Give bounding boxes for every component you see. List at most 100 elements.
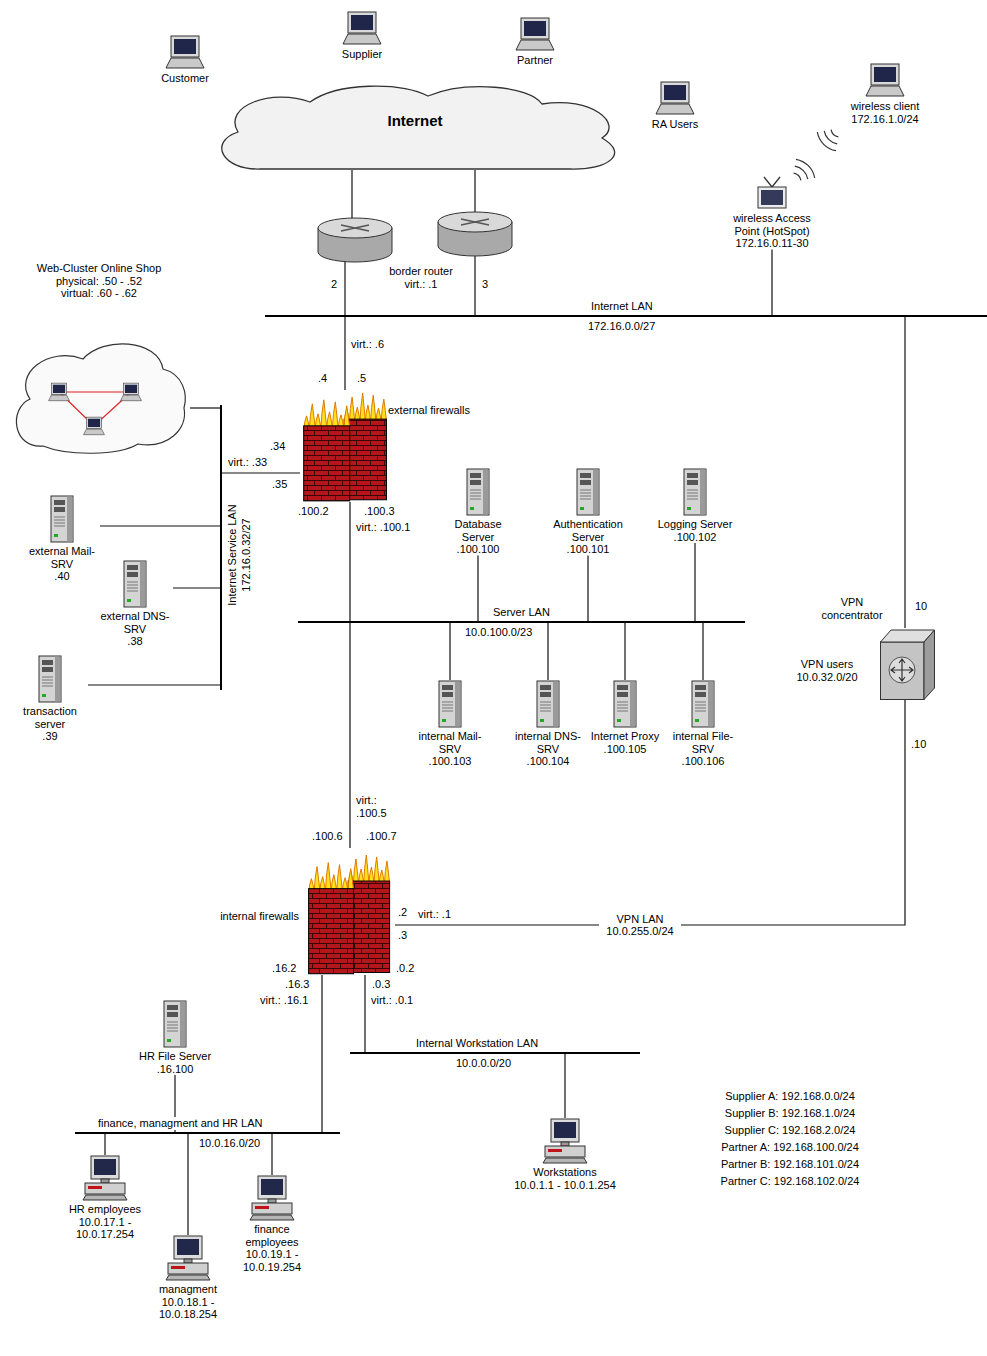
client-computer: RA Users xyxy=(633,80,717,131)
vent-line xyxy=(127,582,138,583)
node-label: VPN concentrator xyxy=(812,596,892,621)
drive-bay xyxy=(167,1012,178,1017)
power-led xyxy=(167,1039,171,1042)
antenna xyxy=(764,177,772,187)
interface-address: .16.3 xyxy=(285,978,309,991)
screen xyxy=(261,1179,283,1195)
node-label: RA Users xyxy=(633,118,717,131)
drive-bay xyxy=(127,572,138,577)
firewall-wall xyxy=(304,426,350,501)
router-arrows xyxy=(341,225,369,231)
monitor xyxy=(551,1119,579,1142)
drive-bay xyxy=(540,692,551,697)
vent-line xyxy=(127,585,138,586)
wireless-wave xyxy=(824,131,837,144)
server-side xyxy=(455,682,461,727)
firewall-drawing xyxy=(300,390,392,502)
power-led xyxy=(127,599,131,602)
network-link xyxy=(771,250,772,316)
vent-line xyxy=(580,499,591,500)
screen xyxy=(554,1122,576,1138)
vent-line xyxy=(442,702,453,703)
server-icon xyxy=(36,655,64,703)
vent-line xyxy=(167,1031,178,1032)
server-icon xyxy=(611,680,639,728)
interface-address: .100.3 xyxy=(364,505,395,518)
firewall-wall xyxy=(344,419,386,500)
keyboard xyxy=(166,1275,210,1280)
computer-case xyxy=(252,1203,292,1214)
network-link xyxy=(88,684,220,685)
server: Database Server.100.100 xyxy=(438,468,518,556)
monitor xyxy=(91,1156,119,1179)
keyboard xyxy=(543,1158,587,1163)
drive-bay xyxy=(127,565,138,570)
server-side xyxy=(140,562,146,607)
network-link xyxy=(222,472,300,473)
network-link xyxy=(624,623,625,680)
drive-bay xyxy=(617,692,628,697)
interface-address: .35 xyxy=(272,478,287,491)
vent-line xyxy=(687,490,698,491)
server: external Mail-SRV.40 xyxy=(24,495,100,583)
node-label: Internet Service LAN xyxy=(226,495,239,615)
wireless-wave xyxy=(831,130,838,137)
interface-address: 2 xyxy=(331,278,337,291)
lan-segment: finance, managment and HR LAN10.0.16.0/2… xyxy=(75,1132,340,1134)
network-link xyxy=(702,623,703,680)
case-stripe xyxy=(171,1266,185,1269)
monitor-stand xyxy=(184,1259,192,1263)
computer-case xyxy=(168,1263,208,1274)
drive-bay xyxy=(580,480,591,485)
monitor xyxy=(348,12,376,33)
node-label: 10.0.17.1 - 10.0.17.254 xyxy=(63,1216,147,1241)
interface-address: .2 xyxy=(398,906,407,919)
workstation: Workstations10.0.1.1 - 10.0.1.254 xyxy=(503,1118,627,1191)
vent-line xyxy=(580,490,591,491)
interface-address: .16.2 xyxy=(272,962,296,975)
monitor xyxy=(86,417,101,429)
network-link xyxy=(100,525,220,526)
power-led xyxy=(42,694,46,697)
node-label: VPN users 10.0.32.0/20 xyxy=(778,658,876,683)
drive-bay xyxy=(695,685,706,690)
keyboard-base xyxy=(516,40,554,50)
vent-line xyxy=(167,1028,178,1029)
vent-line xyxy=(470,496,481,497)
server-side xyxy=(700,470,706,515)
network-link xyxy=(271,1134,272,1175)
interface-address: .100.2 xyxy=(298,505,329,518)
network-link xyxy=(564,1054,565,1118)
vent-line xyxy=(54,520,65,521)
monitor xyxy=(51,383,66,395)
network-link xyxy=(344,300,345,315)
wireless-wave xyxy=(817,132,836,151)
address-list-entry: Partner B: 192.168.101.0/24 xyxy=(695,1158,885,1171)
lan-segment: Internal Workstation LAN10.0.0.0/20 xyxy=(350,1052,640,1054)
network-link xyxy=(474,170,475,210)
power-led xyxy=(54,534,58,537)
node-label: Internet xyxy=(200,112,630,130)
node-label: .40 xyxy=(24,570,100,583)
drive-bay xyxy=(54,507,65,512)
vent-line xyxy=(540,711,551,712)
pc-icon xyxy=(865,62,905,98)
monitor-stand xyxy=(101,1179,109,1183)
server-icon xyxy=(121,560,149,608)
ap-icon xyxy=(755,176,789,210)
node-label: 10.0.0.0/20 xyxy=(455,1057,512,1070)
firewall-wall xyxy=(348,881,389,972)
firewall: external firewalls xyxy=(300,390,392,502)
vent-line xyxy=(127,591,138,592)
workstation: finance employees10.0.19.1 - 10.0.19.254 xyxy=(230,1175,314,1273)
network-link xyxy=(547,623,548,680)
network-link xyxy=(477,556,478,622)
firewall-drawing xyxy=(305,848,395,975)
server-side xyxy=(67,497,73,542)
node-label: Internet LAN xyxy=(590,300,654,313)
pc-icon xyxy=(342,10,382,46)
network-link xyxy=(344,317,345,390)
node-label: 10.0.1.1 - 10.0.1.254 xyxy=(503,1179,627,1192)
node-label: wireless Access Point (HotSpot) xyxy=(720,212,824,237)
